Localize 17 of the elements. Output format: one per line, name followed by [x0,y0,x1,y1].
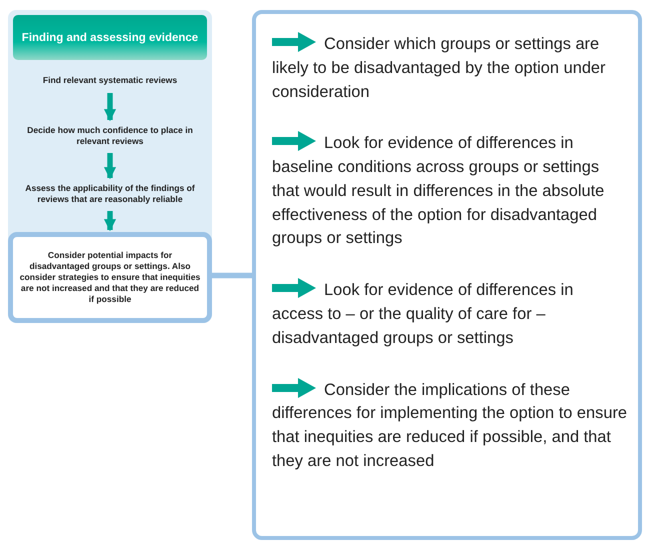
connector-line [212,272,252,278]
step-text: Assess the applicability of the findings of reviews that are reasonably reliable [24,182,196,206]
section-panel [8,10,212,323]
paragraph: Consider the implications of these differences for implementing the option to ensure that inequities are reduced if possible, and that they are not increased [272,378,628,474]
heading: Finding and assessing evidence [22,32,198,44]
step-text: Consider potential impacts for disadvantaged groups or settings. Also consider strategies to ensure that inequities are not increased and that they are reduced if possible [19,250,201,306]
paragraph: Look for evidence of differences in access to – or the quality of care for – disadvantaged groups or settings [272,278,628,351]
paragraph: Look for evidence of differences in baseline conditions across groups or settings that would result in differences in the absolute effectiveness of the option for disadvantaged groups or settings [272,131,628,252]
arrow [104,93,116,122]
heading-box [13,15,207,60]
step-text: Find relevant systematic reviews [42,75,178,87]
arrow [104,153,116,180]
step-text: Decide how much confidence to place in relevant reviews [26,124,194,148]
text-box [252,10,642,540]
highlight-box [8,232,212,323]
paragraph: Consider which groups or settings are likely to be disadvantaged by the option under consideration [272,32,628,104]
arrow [104,211,116,232]
